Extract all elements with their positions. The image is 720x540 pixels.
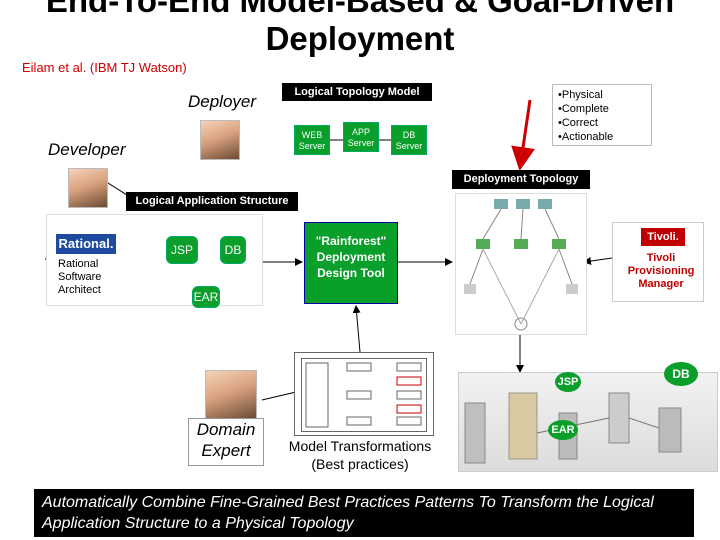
page-title: End-To-End Model-Based & Goal-Driven Dep… <box>45 0 675 57</box>
deployer-photo <box>200 120 240 160</box>
physical-topology-scene <box>458 372 718 472</box>
physical-servers <box>464 392 682 464</box>
developer-label: Developer <box>48 140 126 159</box>
web-server-box: WEB Server <box>294 125 330 155</box>
model-transformations-label: Model Transformations (Best practices) <box>288 438 432 472</box>
rational-logo: Rational. <box>56 234 116 254</box>
tivoli-logo: Tivoli. <box>641 228 685 246</box>
goal-item: •Correct <box>558 117 598 129</box>
author-credit: Eilam et al. (IBM TJ Watson) <box>22 60 187 75</box>
db-component: DB <box>220 236 246 264</box>
physical-db-label: DB <box>664 362 698 386</box>
goal-item: •Complete <box>558 103 609 115</box>
domain-expert-photo <box>205 370 257 420</box>
domain-expert-label: Domain Expert <box>188 418 264 466</box>
goal-item: •Actionable <box>558 131 614 143</box>
goals-list: •Physical •Complete •Correct •Actionable <box>552 84 652 146</box>
transformation-pattern <box>305 362 422 428</box>
goal-item: •Physical <box>558 89 603 101</box>
deployment-topology-label: Deployment Topology <box>452 170 590 189</box>
summary-banner: Automatically Combine Fine-Grained Best … <box>34 489 694 537</box>
tivoli-product-label: Tivoli Provisioning Manager <box>627 252 695 290</box>
physical-ear-label: EAR <box>548 420 578 440</box>
deployer-label: Deployer <box>188 92 257 111</box>
rainforest-design-tool: "Rainforest" Deployment Design Tool <box>304 222 398 304</box>
logical-application-structure-label: Logical Application Structure <box>126 192 298 211</box>
topology-graph <box>464 199 578 331</box>
ear-component: EAR <box>192 286 220 308</box>
deployment-topology-diagram <box>455 193 587 335</box>
db-server-box: DB Server <box>391 125 427 155</box>
rational-product-label: Rational Software Architect <box>58 258 102 296</box>
physical-jsp-label: JSP <box>555 372 581 392</box>
app-server-box: APP Server <box>343 122 379 152</box>
jsp-component: JSP <box>166 236 198 264</box>
logical-topology-model-label: Logical Topology Model <box>282 83 432 101</box>
developer-photo <box>68 168 108 208</box>
transformation-doc-front <box>301 358 427 432</box>
